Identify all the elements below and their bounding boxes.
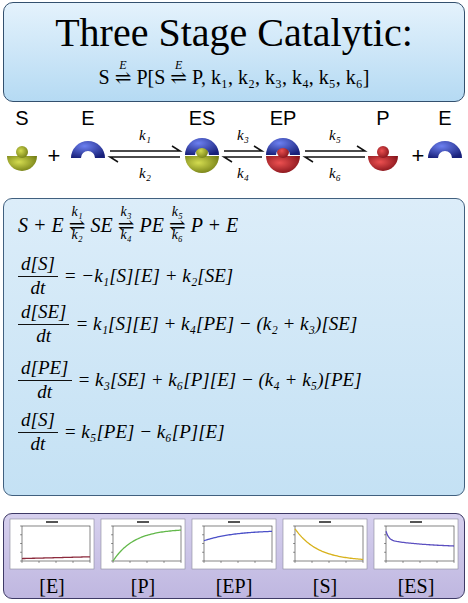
species-label: EP: [270, 106, 297, 130]
plus-sign: +: [48, 143, 61, 169]
mini-plot: [101, 519, 185, 569]
rate-constant: k₆: [329, 164, 341, 182]
plot-label: [P]: [131, 574, 155, 598]
catalyst-label: E: [119, 58, 126, 72]
fraction-numerator: d[SE]: [18, 301, 69, 325]
title-text: Three Stage Catalytic:: [55, 9, 413, 57]
enzyme-shape: [428, 141, 462, 158]
plot-label: [E]: [39, 574, 65, 598]
plot-label: [ES]: [398, 574, 435, 598]
product-shape: [368, 146, 398, 171]
fraction: d[S]dt: [18, 409, 58, 456]
fraction-denominator: dt: [33, 325, 54, 348]
rate-constant: k₃: [121, 204, 132, 221]
fraction-numerator: d[PE]: [18, 357, 72, 381]
formula-text: S ⇌ P[S ⇌ P, k₁, k₂, k₃, k₄, k₅, k₆]: [99, 65, 370, 89]
substrate-shape: [7, 146, 37, 171]
plus-sign: +: [412, 143, 425, 169]
mini-plot: [283, 519, 367, 569]
fraction-denominator: dt: [34, 381, 55, 404]
enzyme-substrate-shape: [185, 138, 219, 173]
rate-constant: k₅: [172, 204, 183, 221]
plot-panel: [E] [P] [EP] [S] [ES]: [3, 513, 465, 599]
rate-constant: k₄: [237, 164, 249, 182]
catalyst-label: E: [175, 58, 182, 72]
equation-row: d[S]dt = −k₁[S][E] + k₂[SE]: [18, 253, 233, 300]
rate-constant: k₄: [121, 227, 132, 244]
rate-constant: k₁: [72, 204, 83, 221]
title-panel: Three Stage Catalytic: S ⇌ P[S ⇌ P, k₁, k…: [3, 2, 465, 102]
mini-plot: [10, 519, 94, 569]
rate-constant: k₁: [139, 126, 151, 144]
fraction: d[PE]dt: [18, 357, 72, 404]
equilibrium-arrows: [110, 146, 365, 162]
species-label: P: [376, 106, 389, 130]
equation-rhs: = k₃[SE] + k₆[P][E] − (k₄ + k₅)[PE]: [78, 369, 362, 392]
species-label: E: [438, 106, 451, 130]
fraction: d[SE]dt: [18, 301, 69, 348]
equation-panel: S + E ⇌ SE ⇌ PE ⇌ P + Ed[S]dt= −k₁[S][E]…: [3, 198, 465, 496]
species-label: S: [15, 106, 28, 130]
fraction-numerator: d[S]: [18, 253, 58, 277]
rate-constant: k₆: [172, 227, 183, 244]
equation-row: d[PE]dt = k₃[SE] + k₆[P][E] − (k₄ + k₅)[P…: [18, 357, 362, 404]
fraction-denominator: dt: [28, 277, 49, 300]
enzyme-product-shape: [266, 138, 300, 173]
fraction: d[S]dt: [18, 253, 58, 300]
mini-plot: [374, 519, 458, 569]
equation-rhs: = −k₁[S][E] + k₂[SE]: [64, 265, 233, 288]
equation-rhs: = k₅[PE] − k₆[P][E]: [64, 421, 225, 444]
rate-constant: k₅: [329, 126, 341, 144]
enzyme-shape: [71, 141, 105, 158]
equation-row: d[SE]dt = k₁[S][E] + k₄[PE] − (k₂ + k₃)[S…: [18, 301, 357, 348]
species-label: ES: [189, 106, 216, 130]
rate-constant: k₃: [237, 126, 249, 144]
species-label: E: [81, 106, 94, 130]
equation-rhs: = k₁[S][E] + k₄[PE] − (k₂ + k₃)[SE]: [75, 313, 357, 336]
plot-label: [S]: [313, 574, 337, 598]
mini-plot: [192, 519, 276, 569]
rate-constant: k₂: [139, 164, 151, 182]
fraction-denominator: dt: [28, 433, 49, 456]
rate-constant: k₂: [72, 227, 83, 244]
equation-row: d[S]dt = k₅[PE] − k₆[P][E]: [18, 409, 225, 456]
fraction-numerator: d[S]: [18, 409, 58, 433]
plot-label: [EP]: [216, 574, 253, 598]
